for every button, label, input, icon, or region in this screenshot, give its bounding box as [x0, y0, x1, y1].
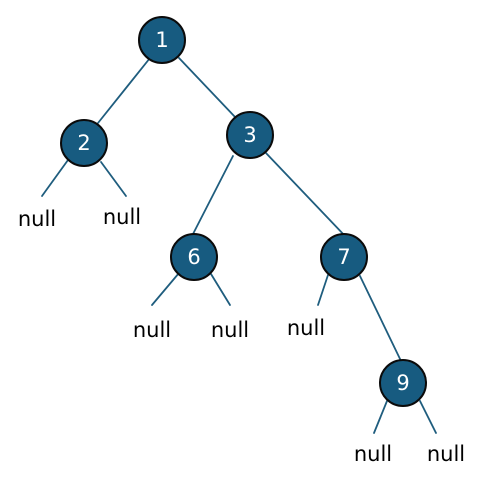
edge-1-2	[97, 57, 151, 124]
nodes-layer: 1 2 3 6 7 9	[60, 16, 427, 407]
tree-node-6-circle	[170, 233, 218, 281]
edge-7-9	[359, 275, 402, 362]
tree-node-7-label: 7	[337, 245, 350, 269]
edge-9-null-right	[419, 400, 437, 434]
tree-node-1-label: 1	[155, 28, 168, 52]
edge-6-null-right	[210, 273, 231, 306]
null-label-2-right: null	[103, 205, 141, 229]
tree-node-2-label: 2	[77, 131, 90, 155]
tree-node-1-circle	[138, 16, 186, 64]
nulls-layer: null null null null null null null	[18, 205, 465, 466]
tree-node-1: 1	[138, 16, 186, 64]
null-label-6-left: null	[133, 318, 171, 342]
null-label-6-right: null	[211, 318, 249, 342]
null-label-7-left: null	[287, 316, 325, 340]
tree-node-9: 9	[379, 359, 427, 407]
tree-node-9-label: 9	[396, 371, 409, 395]
tree-node-3-circle	[226, 111, 274, 159]
edges-layer	[41, 57, 437, 434]
tree-node-9-circle	[379, 359, 427, 407]
tree-node-2: 2	[60, 119, 108, 167]
null-label-9-right: null	[427, 442, 465, 466]
tree-node-7-circle	[320, 233, 368, 281]
tree-node-3: 3	[226, 111, 274, 159]
edge-2-null-left	[41, 159, 69, 197]
edge-9-null-left	[373, 400, 388, 434]
null-label-2-left: null	[18, 207, 56, 231]
tree-node-6: 6	[170, 233, 218, 281]
edge-7-null-left	[317, 274, 329, 306]
edge-1-3	[178, 57, 237, 119]
tree-node-7: 7	[320, 233, 368, 281]
tree-node-2-circle	[60, 119, 108, 167]
tree-node-6-label: 6	[187, 245, 200, 269]
edge-3-6	[192, 155, 234, 235]
tree-node-3-label: 3	[243, 123, 256, 147]
edge-2-null-right	[100, 161, 127, 197]
edge-3-7	[264, 151, 347, 238]
edge-6-null-left	[151, 272, 180, 306]
null-label-9-left: null	[354, 442, 392, 466]
